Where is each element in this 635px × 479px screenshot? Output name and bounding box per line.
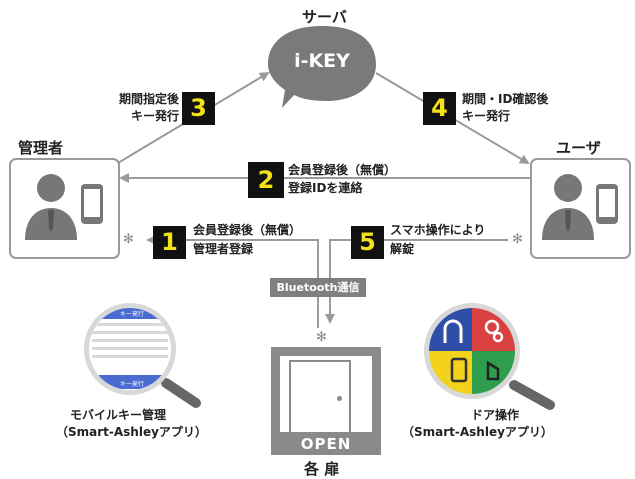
step1-badge: 1 <box>153 226 186 259</box>
step2-text-line1: 会員登録後（無償） <box>288 163 397 177</box>
step2-badge: 2 <box>248 162 284 198</box>
step3-text-line1: 期間指定後 <box>118 92 179 106</box>
door-panel <box>289 360 351 434</box>
step5-badge: 5 <box>351 226 384 259</box>
right-app-line1: ドア操作 <box>471 408 520 422</box>
user-box <box>530 158 631 259</box>
step1-text-line2: 管理者登録 <box>193 242 254 256</box>
bluetooth-icon-right: ✻ <box>512 232 523 247</box>
user-person-icon <box>542 174 618 240</box>
step5-text-line2: 解錠 <box>390 242 415 256</box>
admin-label: 管理者 <box>18 139 64 157</box>
door-frame: OPEN <box>271 347 381 455</box>
step1-text-line1: 会員登録後（無償） <box>193 223 302 237</box>
left-app-line2: （Smart-Ashleyアプリ） <box>56 425 207 439</box>
step4-text-line1: 期間・ID確認後 <box>462 92 549 106</box>
left-app-magnifier: キー発行 キー発行 <box>82 301 201 408</box>
door-label: 各 扉 <box>304 460 340 478</box>
step3-badge: 3 <box>182 92 215 125</box>
bluetooth-label: Bluetooth通信 <box>270 278 366 297</box>
server-bubble-text: i-KEY <box>294 50 350 72</box>
bluetooth-icon-left: ✻ <box>123 232 134 247</box>
left-app-screen-header: キー発行 <box>120 311 145 318</box>
step3-text-line2: キー発行 <box>130 109 179 123</box>
step4-text-line2: キー発行 <box>462 109 511 123</box>
door-open-text: OPEN <box>300 435 352 453</box>
bluetooth-icon-door: ✻ <box>316 330 327 345</box>
step2-text-line2: 登録IDを連絡 <box>288 181 363 195</box>
magnifier-icon <box>424 303 555 410</box>
magnifier-icon <box>84 303 201 408</box>
user-label: ユーザ <box>556 139 601 157</box>
step4-badge: 4 <box>423 92 456 125</box>
door-knob <box>337 396 342 401</box>
left-app-line1: モバイルキー管理 <box>70 408 167 422</box>
right-app-line2: （Smart-Ashleyアプリ） <box>402 425 553 439</box>
arrow-step1 <box>146 235 319 328</box>
right-app-magnifier <box>418 301 568 411</box>
admin-person-icon <box>25 174 103 240</box>
step5-text-line1: スマホ操作により <box>390 223 486 237</box>
server-label: サーバ <box>302 8 347 26</box>
admin-box <box>9 158 120 259</box>
left-app-screen-footer: キー発行 <box>120 381 145 388</box>
